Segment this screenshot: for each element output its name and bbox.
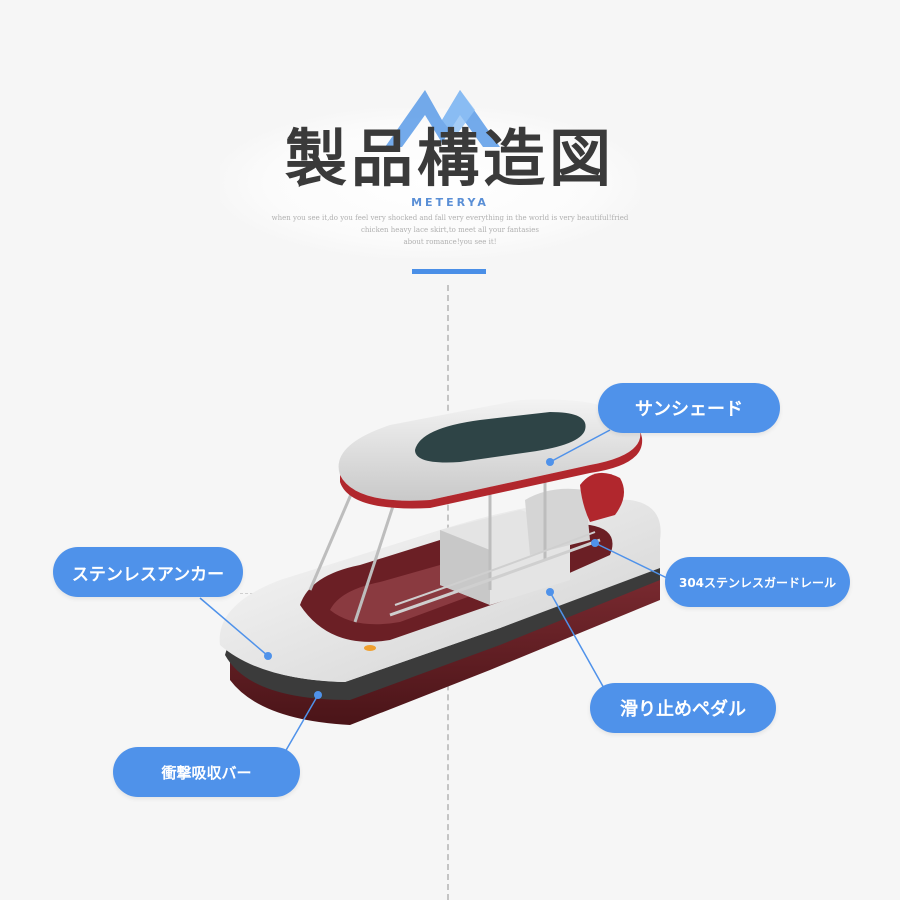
page-title: 製品構造図	[284, 122, 615, 195]
header-glow	[220, 108, 640, 258]
pedal-boat-image	[219, 399, 661, 725]
tagline-line-3: about romance!you see it!	[403, 238, 497, 246]
tagline-line-2: chicken heavy lace skirt,to meet all you…	[361, 226, 539, 234]
callout-stainless-anchor: ステンレスアンカー	[53, 547, 243, 597]
logo-text: METERYA	[411, 196, 489, 209]
callout-sunshade: サンシェード	[598, 383, 780, 433]
logo-icon	[385, 90, 500, 147]
title-underline	[412, 269, 486, 274]
callout-anti-slip-pedal: 滑り止めペダル	[590, 683, 776, 733]
callout-guard-rail: 304ステンレスガードレール	[665, 557, 850, 607]
tagline-line-1: when you see it,do you feel very shocked…	[271, 214, 629, 222]
callout-shock-absorbing-bar: 衝撃吸収バー	[113, 747, 300, 797]
